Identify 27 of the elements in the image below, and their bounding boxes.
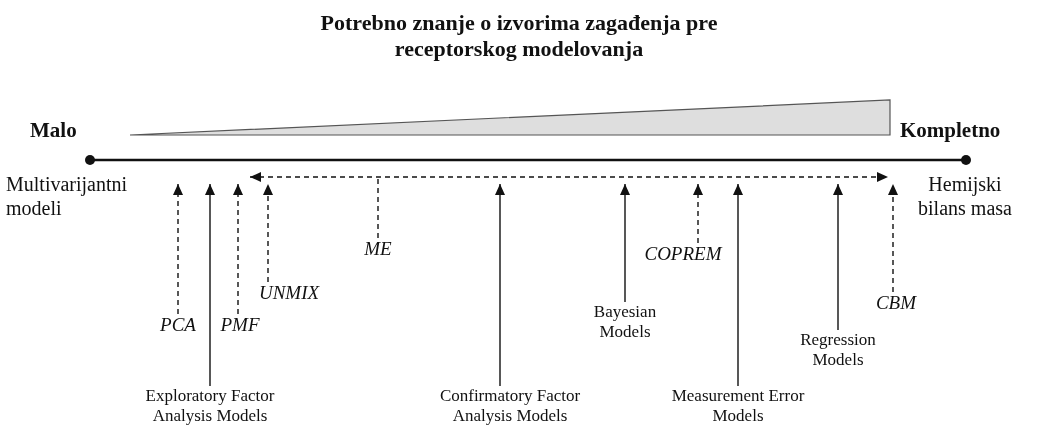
model-label: Bayesian Models	[570, 302, 680, 343]
scale-side-label: Hemijski bilans masa	[917, 172, 1013, 220]
model-label: PCA	[148, 314, 208, 337]
arrow	[888, 183, 898, 293]
arrow	[620, 183, 630, 303]
arrow	[233, 183, 243, 315]
arrow	[205, 183, 215, 387]
model-label: PMF	[212, 314, 268, 337]
model-label: CBM	[866, 292, 926, 315]
leader-line	[377, 176, 379, 239]
model-label: Confirmatory Factor Analysis Models	[410, 386, 610, 427]
scale-side-label: Multivarijantni modeli	[6, 172, 129, 220]
model-label: Measurement Error Models	[645, 386, 831, 427]
arrow	[173, 183, 183, 315]
scale-end-label: Kompletno	[900, 118, 1002, 144]
model-label: Regression Models	[785, 330, 891, 371]
arrow	[733, 183, 743, 387]
scale-end-label: Malo	[30, 118, 78, 144]
model-label: COPREM	[630, 243, 736, 266]
model-label: ME	[350, 238, 406, 261]
arrow	[263, 183, 273, 283]
arrow	[833, 183, 843, 331]
arrow	[495, 183, 505, 387]
model-label: UNMIX	[244, 282, 334, 305]
model-label: Exploratory Factor Analysis Models	[125, 386, 295, 427]
diagram-title: Potrebno znanje o izvorima zagađenja pre receptorskog modelovanja	[319, 10, 719, 63]
arrow	[693, 183, 703, 244]
